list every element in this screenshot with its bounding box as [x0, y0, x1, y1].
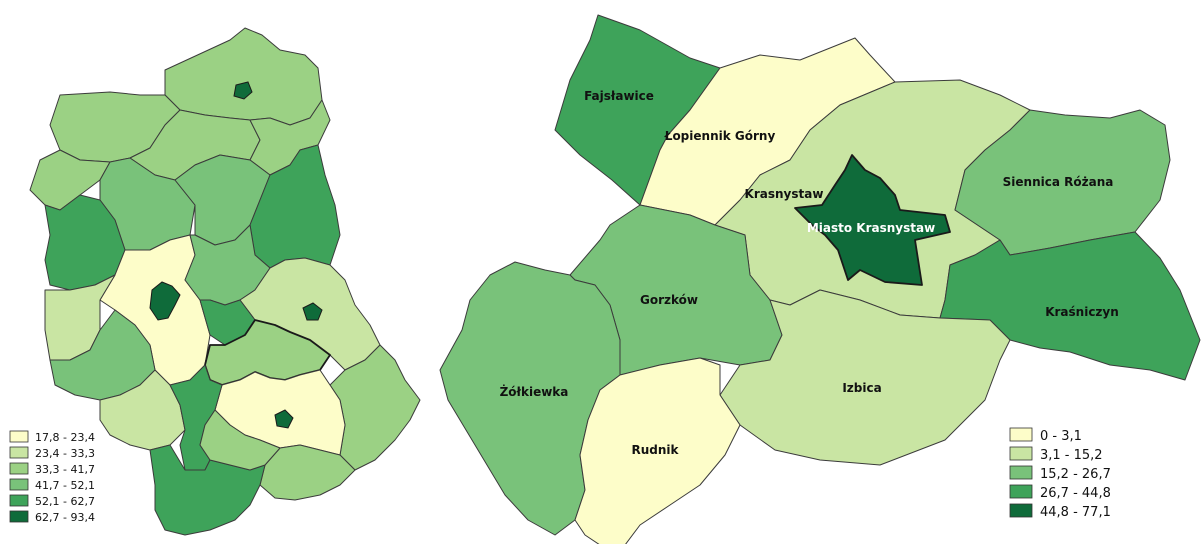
- label-miasto-krasnystaw: Miasto Krasnystaw: [807, 221, 935, 235]
- legend-label: 23,4 - 33,3: [35, 447, 95, 460]
- legend-label: 52,1 - 62,7: [35, 495, 95, 508]
- legend-label: 33,3 - 41,7: [35, 463, 95, 476]
- label-siennica: Siennica Różana: [1003, 175, 1114, 189]
- legend-label: 41,7 - 52,1: [35, 479, 95, 492]
- district-tomaszow: [199, 409, 281, 471]
- legend-label: 3,1 - 15,2: [1040, 448, 1103, 463]
- district-bilgoraj: [149, 444, 266, 536]
- left-legend: 17,8 - 23,4 23,4 - 33,3 33,3 - 41,7 41,7 - …: [9, 430, 95, 524]
- district-southwest: [49, 309, 156, 401]
- legend-swatch: [9, 510, 29, 523]
- legend-swatch: [9, 462, 29, 475]
- legend-label: 17,8 - 23,4: [35, 431, 95, 444]
- city-biala-podlaska: [233, 81, 253, 100]
- district-west-upper: [29, 149, 111, 211]
- label-fajslawice: Fajsławice: [584, 89, 654, 103]
- city-lublin: [149, 281, 181, 321]
- city-zamosc: [274, 409, 294, 429]
- commune-rudnik: [574, 357, 741, 544]
- legend-swatch: [1009, 446, 1033, 461]
- legend-swatch: [1009, 465, 1033, 480]
- legend-label: 0 - 3,1: [1040, 429, 1082, 444]
- legend-swatch: [1009, 484, 1033, 499]
- legend-label: 26,7 - 44,8: [1040, 486, 1111, 501]
- legend-label: 62,7 - 93,4: [35, 511, 95, 524]
- left-map: [29, 27, 421, 536]
- commune-izbica: [719, 289, 1011, 466]
- legend-swatch: [9, 494, 29, 507]
- right-map: [439, 14, 1201, 544]
- city-chelm: [302, 302, 323, 321]
- legend-swatch: [9, 446, 29, 459]
- label-izbica: Izbica: [842, 381, 881, 395]
- legend-label: 44,8 - 77,1: [1040, 505, 1111, 520]
- legend-swatch: [9, 478, 29, 491]
- commune-krasniczyn: [939, 231, 1201, 381]
- label-krasniczyn: Kraśniczyn: [1045, 305, 1119, 319]
- legend-swatch: [1009, 503, 1033, 518]
- right-map-labels: Fajsławice Łopiennik Górny Krasnystaw Mi…: [500, 89, 1119, 457]
- label-lopiennik: Łopiennik Górny: [664, 129, 776, 143]
- label-rudnik: Rudnik: [631, 443, 679, 457]
- label-gorzkow: Gorzków: [640, 293, 698, 307]
- commune-miasto-krasnystaw: [794, 154, 951, 286]
- label-krasnystaw: Krasnystaw: [745, 187, 824, 201]
- right-legend: 0 - 3,1 3,1 - 15,2 15,2 - 26,7 26,7 - 44,8 4…: [1009, 427, 1111, 520]
- label-zolkiewka: Żółkiewka: [500, 384, 569, 399]
- legend-swatch: [9, 430, 29, 443]
- legend-swatch: [1009, 427, 1033, 442]
- district-north: [164, 27, 323, 126]
- legend-label: 15,2 - 26,7: [1040, 467, 1111, 482]
